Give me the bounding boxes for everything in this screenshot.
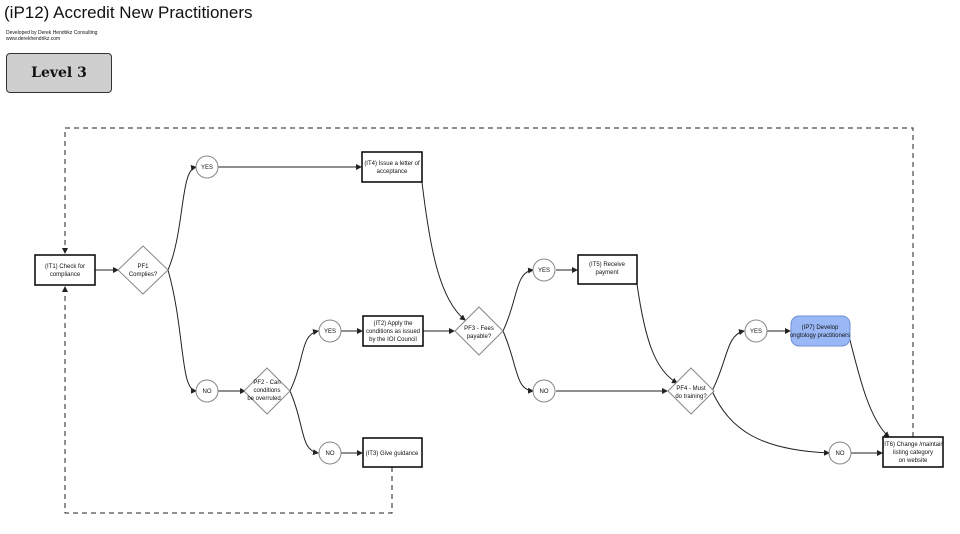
dashed-loop-top — [62, 127, 914, 437]
decision-pf2-conditions-overruled: PF2 - Can conditions be overruled — [243, 367, 291, 415]
credit-website: www.derekhendrikz.com — [6, 36, 61, 42]
node-it3-give-guidance: (IT3) Give guidance — [362, 437, 423, 468]
svg-text:conditions: conditions — [253, 388, 280, 394]
svg-text:(IT6) Change /maintain: (IT6) Change /maintain — [882, 442, 943, 448]
svg-text:NO: NO — [203, 389, 212, 395]
svg-text:YES: YES — [201, 165, 213, 171]
svg-text:(IT5) Receive: (IT5) Receive — [589, 262, 626, 268]
svg-text:PF1: PF1 — [137, 264, 149, 270]
no-circle-4: NO — [828, 441, 852, 465]
svg-text:payment: payment — [595, 270, 618, 276]
svg-text:compliance: compliance — [50, 272, 81, 278]
svg-text:(IT2) Apply the: (IT2) Apply the — [373, 321, 413, 327]
svg-text:YES: YES — [324, 329, 336, 335]
node-ip7-develop-practitioners: (IP7) Develop ongtology practitioners — [790, 315, 851, 347]
svg-text:acceptance: acceptance — [377, 169, 408, 175]
svg-text:ongtology practitioners: ongtology practitioners — [790, 333, 850, 339]
node-it6-change-listing: (IT6) Change /maintain listing category … — [882, 436, 944, 468]
svg-text:do training?: do training? — [675, 394, 707, 400]
node-it5-receive-payment: (IT5) Receive payment — [577, 254, 638, 285]
no-circle-1: NO — [195, 379, 219, 403]
dashed-loop-bottom — [62, 286, 393, 514]
svg-text:conditions as issued: conditions as issued — [366, 329, 420, 335]
svg-text:(IT3) Give guidance: (IT3) Give guidance — [366, 451, 419, 457]
page-title: (iP12) Accredit New Practitioners — [4, 3, 253, 22]
no-circle-3: NO — [532, 379, 556, 403]
node-it1-check-compliance: (IT1) Check for compliance — [34, 254, 96, 286]
decision-pf1-complies: PF1 Complies? — [117, 245, 169, 295]
svg-text:NO: NO — [326, 451, 335, 457]
svg-text:on website: on website — [899, 458, 928, 464]
svg-text:NO: NO — [540, 389, 549, 395]
svg-text:NO: NO — [836, 451, 845, 457]
yes-circle-3: YES — [532, 258, 556, 282]
svg-text:(IP7) Develop: (IP7) Develop — [802, 325, 839, 331]
decision-pf4-must-do-training: PF4 - Must do training? — [667, 367, 715, 415]
level-badge: Level 3 — [6, 53, 112, 93]
svg-text:PF2 - Can: PF2 - Can — [253, 380, 280, 386]
svg-text:listing category: listing category — [893, 450, 933, 456]
node-it4-issue-letter: (IT4) Issue a letter of acceptance — [361, 151, 423, 183]
svg-text:YES: YES — [750, 329, 762, 335]
decision-pf3-fees-payable: PF3 - Fees payable? — [454, 306, 504, 356]
svg-text:be overruled: be overruled — [247, 396, 280, 402]
svg-text:Complies?: Complies? — [129, 272, 158, 278]
yes-circle-1: YES — [195, 155, 219, 179]
node-it2-apply-conditions: (IT2) Apply the conditions as issued by … — [362, 315, 424, 347]
credit-developer: Developed by Derek Hendrikz Consulting — [6, 30, 98, 36]
connectors — [95, 164, 890, 456]
svg-text:(IT4) Issue a letter of: (IT4) Issue a letter of — [364, 161, 420, 167]
svg-text:(IT1) Check for: (IT1) Check for — [45, 264, 85, 270]
svg-text:PF4 - Must: PF4 - Must — [676, 386, 706, 392]
svg-text:payable?: payable? — [467, 334, 492, 340]
svg-text:YES: YES — [538, 268, 550, 274]
svg-text:by the IOI Council: by the IOI Council — [369, 337, 417, 343]
yes-circle-4: YES — [744, 319, 768, 343]
yes-circle-2: YES — [318, 319, 342, 343]
svg-text:PF3 - Fees: PF3 - Fees — [464, 326, 494, 332]
no-circle-2: NO — [318, 441, 342, 465]
